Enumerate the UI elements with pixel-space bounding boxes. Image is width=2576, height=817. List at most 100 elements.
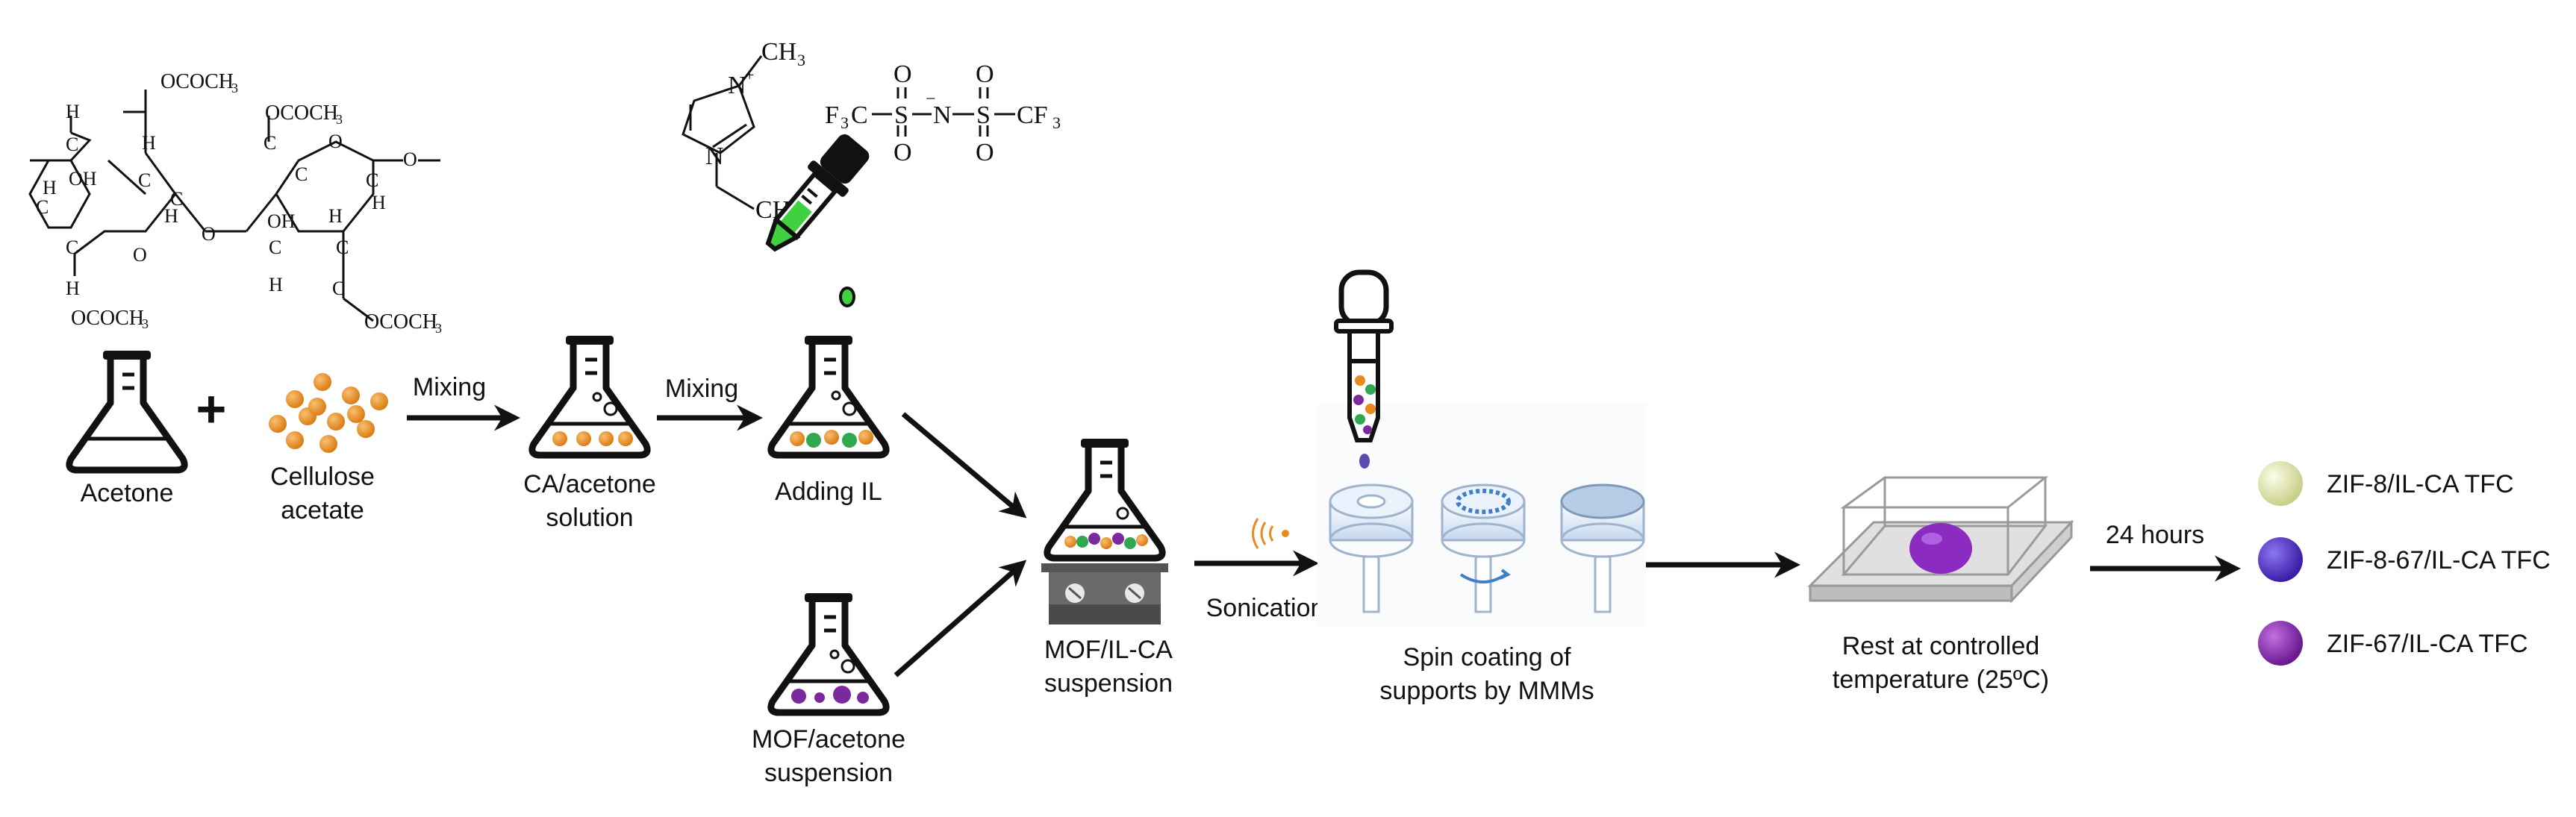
spin-coating-label-2: supports by MMMs [1379,677,1594,705]
s-left: S [894,101,908,129]
h-label: H [43,177,57,198]
dropper-green-icon [765,134,870,252]
tfsi-bonds [872,87,1015,137]
c-label: C [170,188,183,210]
plus-charge: + [745,66,754,84]
acetone-flask-icon [66,351,188,474]
c-label: C [332,278,345,299]
mixing-label-2: Mixing [665,375,738,403]
mof-suspension-label-2: suspension [764,759,893,787]
cellulose-label-1: Cellulose [270,463,375,491]
o-label: O [894,60,912,88]
sub3: 3 [841,113,849,132]
sub3: 3 [435,321,442,336]
c-label: C [36,196,49,218]
ca-solution-label-1: CA/acetone [523,470,656,498]
h-label: H [269,274,283,295]
cf3-right: CF [1017,101,1048,129]
zif8-membrane-icon [2258,461,2303,506]
ca-solution-label-2: solution [546,504,633,532]
c-label: C [138,169,151,191]
o-label: O [894,139,912,166]
sub3: 3 [797,51,805,69]
c-label: C [851,101,868,129]
imidazolium-cation [682,55,763,210]
rest-label-2: temperature (25ºC) [1833,666,2049,694]
green-drop-icon [839,287,855,307]
product-item: ZIF-67/IL-CA TFC [2258,621,2528,666]
n-label: N [933,101,952,129]
c-label: C [366,169,378,191]
n-label: N [705,143,724,170]
imidazolium-labels: CH 3 N + N CH 3 [705,38,805,228]
spin-disc-1 [1329,483,1414,613]
product-label: ZIF-8-67/IL-CA TFC [2327,546,2551,575]
tfsi-anion: F 3 C S N − S CF 3 O O O O [825,60,1061,166]
h-label: H [372,192,386,213]
product-list: ZIF-8/IL-CA TFC ZIF-8-67/IL-CA TFC ZIF-6… [2258,461,2551,666]
ch3-top: CH [761,38,796,66]
zif67-membrane-icon [2258,621,2303,666]
sub3: 3 [1052,113,1061,132]
n-plus-label: N [728,72,746,99]
magnetic-stirrer-icon [1041,563,1168,625]
product-item: ZIF-8/IL-CA TFC [2258,461,2514,506]
adding-il-label: Adding IL [775,478,882,506]
o-label: O [202,223,216,245]
plus-sign: + [196,380,227,438]
hours-label: 24 hours [2106,521,2204,549]
mof-acetone-flask-icon [767,593,890,716]
zif8-67-membrane-icon [2258,537,2303,582]
cellulose-acetate-structure [28,90,440,322]
f3c-label: F [825,101,839,129]
oh-label: OH [267,210,296,232]
dropper-mof-icon [1334,269,1394,469]
membrane-icon [1909,523,1972,574]
spin-coating-illustration [1317,269,1646,627]
ultrasound-icon [1252,518,1289,549]
mofil-suspension-label-2: suspension [1044,669,1173,698]
c-label: C [66,237,78,258]
ococh3-mid-label: OCOCH [265,101,338,125]
h-label: H [66,278,80,299]
spin-disc-2 [1441,483,1526,613]
arrow-il-to-mofil [901,412,1027,519]
c-label: C [269,237,281,258]
o-label: O [976,60,994,88]
ca-acetone-flask-icon [528,336,651,459]
acetone-label: Acetone [81,479,174,507]
ococh3-top-label: OCOCH [160,70,234,93]
c-label: C [263,132,276,154]
adding-il-flask-icon [767,336,890,459]
mofil-suspension-label-1: MOF/IL-CA [1044,636,1173,664]
o-label: O [976,139,994,166]
sub3: 3 [336,112,343,127]
h-label: H [164,205,178,227]
rest-box-illustration [1807,476,2074,604]
sub3: 3 [231,81,238,96]
spin-coating-label-1: Spin coating of [1403,643,1571,672]
arrow-mof-to-mofil [894,560,1027,677]
c-label: C [336,237,349,258]
s-right: S [976,101,991,129]
h-label: H [142,132,156,154]
product-item: ZIF-8-67/IL-CA TFC [2258,537,2551,582]
minus-charge: − [926,90,936,109]
o-label: O [403,148,417,170]
c-label: C [295,163,308,185]
h-label: H [328,205,343,227]
product-label: ZIF-8/IL-CA TFC [2327,470,2514,498]
mof-suspension-label-1: MOF/acetone [752,725,905,754]
o-label: O [328,131,343,152]
sonication-label: Sonication [1206,594,1325,622]
c-label: C [66,134,78,155]
h-label: H [66,101,80,122]
o-label: O [133,244,147,266]
cellulose-acetate-granules-icon [269,373,388,453]
mofil-flask-icon [1044,439,1166,562]
cellulose-label-2: acetate [281,496,364,525]
oh-label: OH [69,168,97,190]
sub3: 3 [142,316,149,331]
ococh3-right-label: OCOCH [364,310,437,334]
